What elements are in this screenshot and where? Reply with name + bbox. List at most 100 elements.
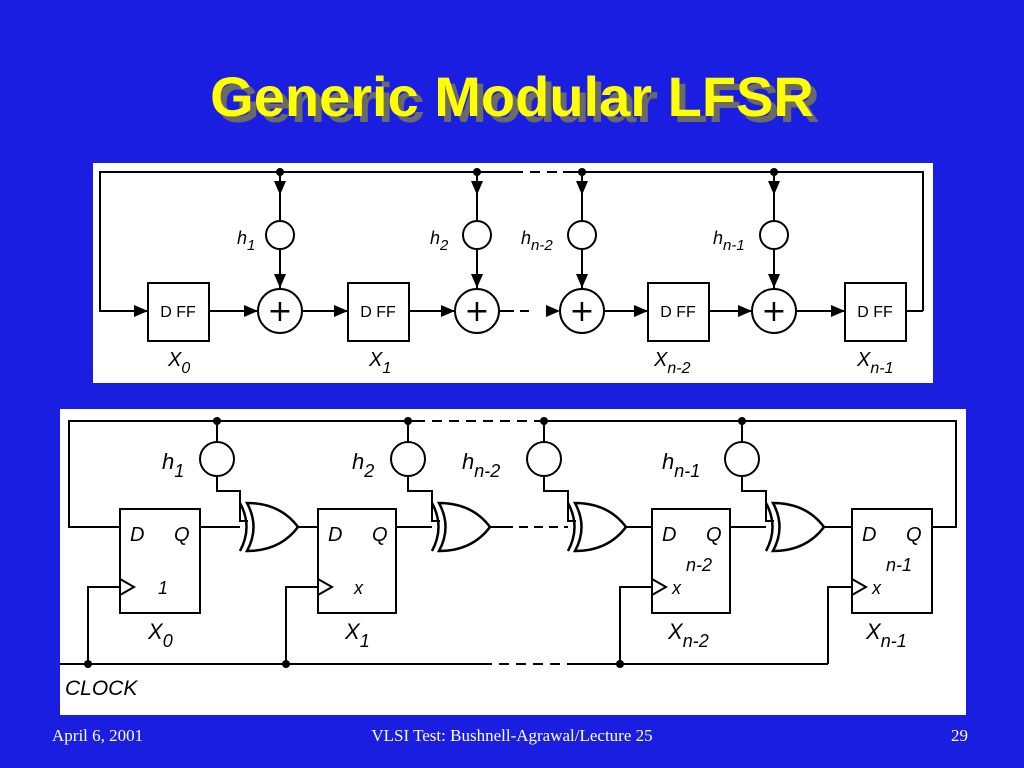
arrow-right-icon xyxy=(244,305,258,317)
junction-dot xyxy=(473,168,481,176)
title-area: Generic Modular LFSR Generic Modular LFS… xyxy=(0,62,1024,142)
junction-dots xyxy=(276,168,778,176)
dff-label: D FF xyxy=(660,304,696,321)
tap-label-n-2: hn-2 xyxy=(521,228,553,254)
tap-label-n-1: hn-1 xyxy=(662,449,700,481)
footer-course-title: VLSI Test: Bushnell-Agrawal/Lecture 25 xyxy=(371,726,653,745)
arrow-down-icon xyxy=(471,274,483,288)
tap-circle-3 xyxy=(567,220,597,250)
arrow-right-icon xyxy=(441,305,455,317)
register-labels: D FF D FF D FF D FF xyxy=(160,304,893,321)
ff-d-label: D xyxy=(862,524,876,546)
adder-circle-2 xyxy=(454,288,500,334)
tap-circle-2 xyxy=(390,441,426,477)
tap-labels: h1 h2 hn-2 hn-1 xyxy=(162,449,700,481)
junction-dot xyxy=(282,660,290,668)
feedback-loop-wire xyxy=(68,420,957,528)
dff-label: D FF xyxy=(857,304,893,321)
dff-box-1 xyxy=(347,282,410,342)
tap-labels: h1 h2 hn-2 hn-1 xyxy=(237,228,745,254)
junction-dot xyxy=(616,660,624,668)
flip-flop-labels: D Q D Q D Q D Q xyxy=(130,524,922,546)
tap-to-xor-1 xyxy=(216,476,248,522)
ff-inner-label: x xyxy=(871,578,882,598)
arrow-down-icon xyxy=(471,181,483,195)
flip-flop-n-2 xyxy=(651,508,731,614)
arrow-right-icon xyxy=(634,305,648,317)
ff-d-label: D xyxy=(328,524,342,546)
feedback-loop-wire xyxy=(99,171,924,312)
ff-q-label: Q xyxy=(174,524,190,546)
adder-symbol: + xyxy=(569,294,594,329)
adder-circle-4 xyxy=(751,288,797,334)
flip-flop-n-1 xyxy=(851,508,933,614)
tap-label-n-1: hn-1 xyxy=(713,228,745,254)
ff-inner-upper-label: n-2 xyxy=(686,555,712,575)
ff-q-label: Q xyxy=(706,524,722,546)
xor-gate-2-back xyxy=(430,502,440,552)
tap-label-n-2: hn-2 xyxy=(462,449,500,481)
junction-dot xyxy=(404,417,412,425)
arrow-right-icon xyxy=(334,305,348,317)
arrow-right-icon xyxy=(738,305,752,317)
arrow-right-icon xyxy=(134,305,148,317)
flip-flop-0 xyxy=(119,508,201,614)
clock-edge-icon xyxy=(119,578,137,596)
dff-box-n-1 xyxy=(844,282,907,342)
gate-wires xyxy=(60,419,957,665)
modular-lfsr-block-diagram: + + + + D FF D FF D FF D FF h1 h2 hn-2 h… xyxy=(93,163,933,383)
modular-lfsr-gate-diagram: D Q D Q D Q D Q 1 x x x n-2 n-1 h1 h2 hn… xyxy=(60,409,966,715)
dff-box-n-2 xyxy=(647,282,710,342)
page-title-shadow: Generic Modular LFSR xyxy=(216,71,820,134)
tap-circle-1 xyxy=(199,441,235,477)
arrow-down-icon xyxy=(274,181,286,195)
output-label-1: X1 xyxy=(368,349,391,377)
flip-flop-inner-labels: 1 x x x n-2 n-1 xyxy=(158,555,912,598)
output-label-n-2: Xn-2 xyxy=(667,619,709,651)
tap-label-2: h2 xyxy=(352,449,374,481)
xor-gate-2 xyxy=(436,501,492,553)
xor-gate-3-back xyxy=(566,502,576,552)
tap-to-xor-2 xyxy=(407,476,440,522)
adder-circle-1 xyxy=(257,288,303,334)
tap-to-xor-3 xyxy=(543,476,576,522)
junction-dot xyxy=(770,168,778,176)
xor-gate-1-back xyxy=(238,502,248,552)
arrow-right-icon xyxy=(831,305,845,317)
arrow-down-icon xyxy=(576,274,588,288)
tap-circle-1 xyxy=(265,220,295,250)
ff-inner-label: 1 xyxy=(158,578,168,598)
feedback-wires xyxy=(99,170,924,312)
page-title: Generic Modular LFSR xyxy=(210,65,814,128)
ff-inner-label: x xyxy=(671,578,682,598)
arrowheads xyxy=(134,181,845,317)
adder-circle-3 xyxy=(559,288,605,334)
output-labels: X0 X1 Xn-2 Xn-1 xyxy=(167,349,893,377)
tap-circle-2 xyxy=(462,220,492,250)
clock-to-ff0 xyxy=(87,586,120,664)
dff-label: D FF xyxy=(160,304,196,321)
dff-box-0 xyxy=(147,282,210,342)
output-label-0: X0 xyxy=(147,619,173,651)
arrow-down-icon xyxy=(576,181,588,195)
ff-inner-upper-label: n-1 xyxy=(886,555,912,575)
adder-symbols: + + + + xyxy=(267,294,786,329)
clock-edge-icon xyxy=(851,578,869,596)
xor-gate-4 xyxy=(770,501,826,553)
tap-label-1: h1 xyxy=(237,228,255,254)
tap-multipliers xyxy=(199,441,760,477)
clock-to-ff1 xyxy=(285,586,318,664)
clock-to-ffn2 xyxy=(619,586,652,664)
arrow-down-icon xyxy=(274,274,286,288)
footer-date: April 6, 2001 xyxy=(52,726,144,745)
register-boxes xyxy=(147,282,907,342)
output-label-n-1: Xn-1 xyxy=(865,619,907,651)
clock-triangles xyxy=(119,578,869,596)
footer-page-number: 29 xyxy=(951,726,968,745)
junction-dot xyxy=(540,417,548,425)
block-diagram-svg: + + + + D FF D FF D FF D FF h1 h2 hn-2 h… xyxy=(99,168,924,377)
junction-dots xyxy=(84,417,746,668)
junction-dot xyxy=(276,168,284,176)
tap-label-1: h1 xyxy=(162,449,184,481)
ff-d-label: D xyxy=(662,524,676,546)
